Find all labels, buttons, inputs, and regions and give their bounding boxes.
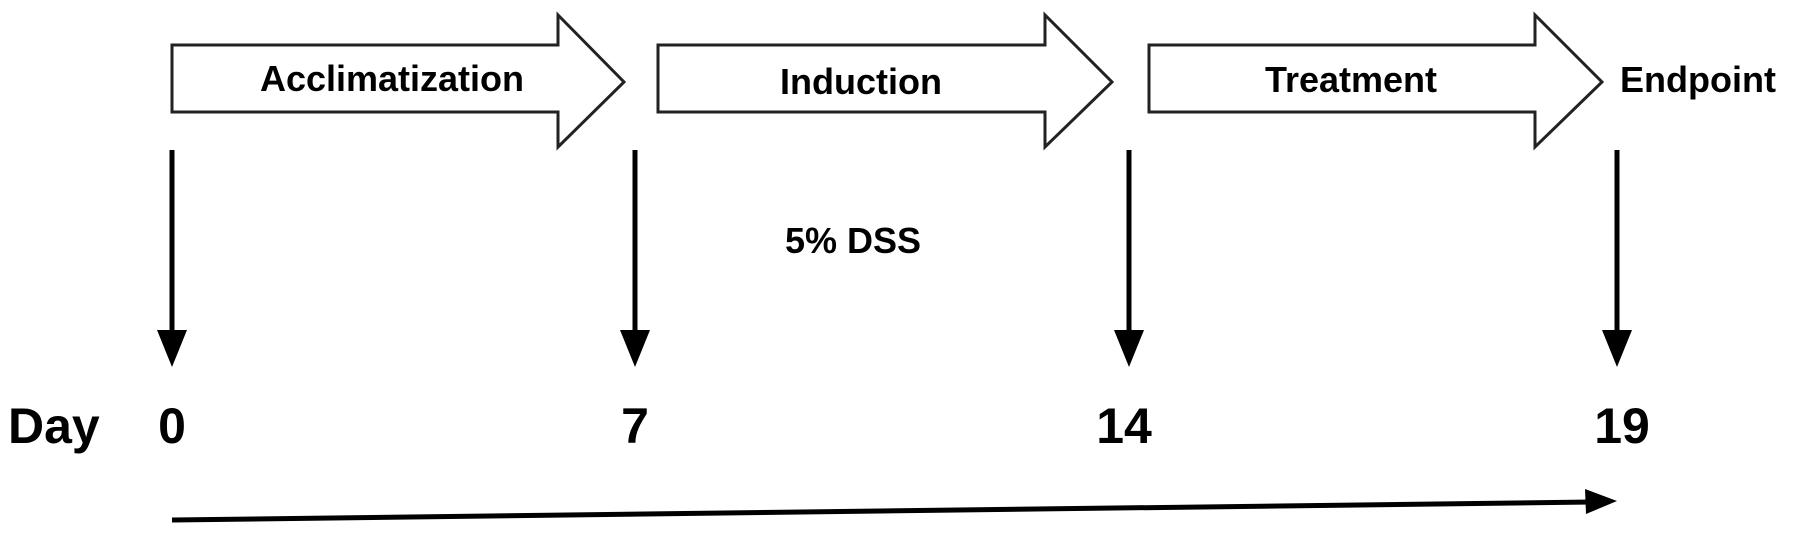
down-arrow-day-0 xyxy=(157,150,187,367)
day-tick-7: 7 xyxy=(621,398,649,454)
phase-label-induction: Induction xyxy=(780,61,942,102)
down-arrow-day-7 xyxy=(620,150,650,367)
phase-label-acclimatization: Acclimatization xyxy=(260,58,524,99)
day-tick-14: 14 xyxy=(1096,398,1152,454)
endpoint-label: Endpoint xyxy=(1620,59,1776,100)
phase-arrow-treatment: Treatment xyxy=(1147,11,1605,151)
phase-arrow-induction: Induction xyxy=(656,11,1115,151)
down-arrow-day-19 xyxy=(1602,150,1632,367)
phase-label-treatment: Treatment xyxy=(1265,59,1437,100)
dss-annotation: 5% DSS xyxy=(785,220,921,261)
down-arrow-day-14 xyxy=(1114,150,1144,367)
day-axis-label: Day xyxy=(8,398,100,454)
day-tick-19: 19 xyxy=(1594,398,1650,454)
day-tick-0: 0 xyxy=(158,398,186,454)
phase-arrow-acclimatization: Acclimatization xyxy=(170,11,627,151)
timeline-arrow xyxy=(171,489,1617,523)
